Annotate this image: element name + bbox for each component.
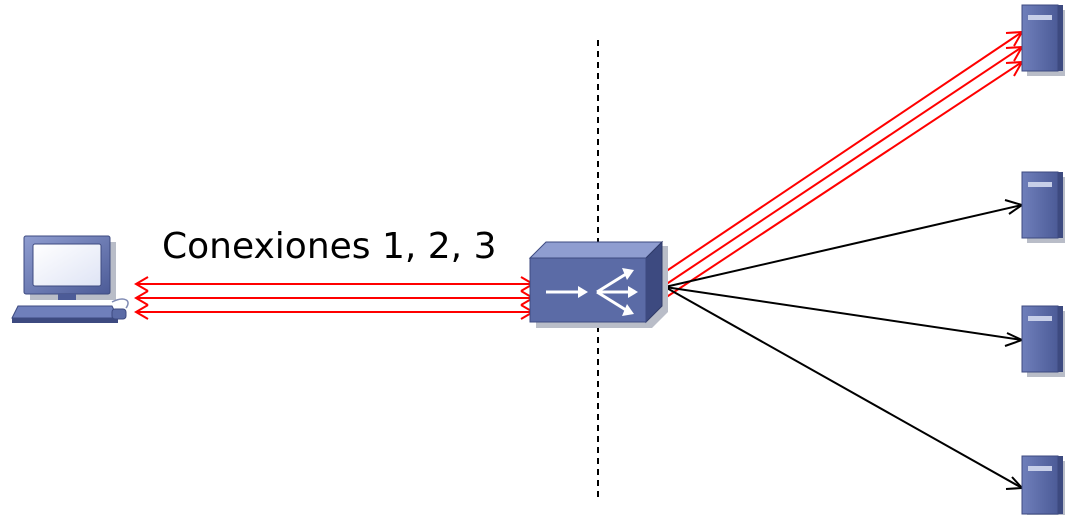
- lb-server-1-connections: [664, 30, 1024, 299]
- connection-1: [134, 276, 535, 292]
- server-3-icon: [1021, 305, 1065, 377]
- load-balancer-icon: [528, 240, 668, 328]
- lb-server-2-line: [664, 204, 1023, 288]
- connections-caption: Conexiones 1, 2, 3: [162, 226, 496, 267]
- workstation-icon: [11, 235, 129, 323]
- lb-other-servers-connections: [664, 199, 1025, 490]
- client-lb-connections: [134, 276, 535, 320]
- connection-3: [134, 304, 535, 320]
- server-1-icon: [1021, 4, 1065, 76]
- lb-server-4-line: [664, 286, 1023, 489]
- server-2-icon: [1021, 171, 1065, 243]
- connection-2: [134, 290, 535, 306]
- server-4-icon: [1021, 455, 1065, 515]
- lb-server-3-line: [664, 286, 1023, 341]
